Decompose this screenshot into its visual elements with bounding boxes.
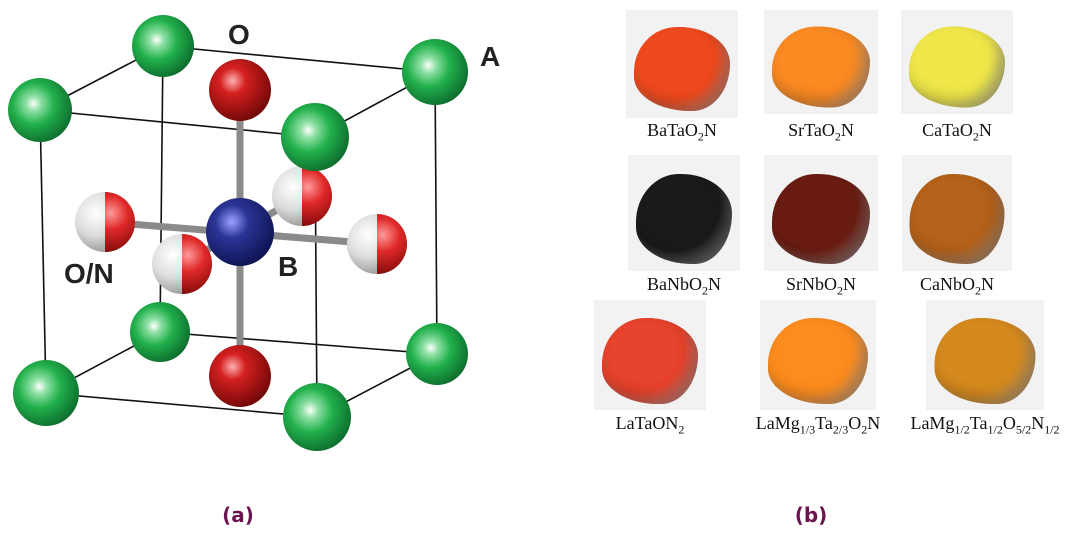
label-o-n: O/N: [64, 258, 114, 289]
mixed-o-n-atom: [272, 166, 332, 226]
powder-swatch: [901, 10, 1013, 114]
powder-swatch: [902, 155, 1012, 271]
a-site-atom: [281, 103, 349, 171]
b-site-atom: [206, 198, 274, 266]
label-o: O: [228, 19, 250, 50]
mixed-o-n-atom: [152, 234, 212, 294]
powder-swatch: [926, 300, 1044, 410]
caption-b: (b): [794, 503, 828, 527]
powder-pile: [909, 26, 1005, 108]
powder-pile: [772, 26, 870, 108]
mixed-o-n-atom: [75, 192, 135, 252]
powder-swatch: [594, 300, 706, 410]
oxygen-atom: [209, 59, 271, 121]
a-site-atom: [8, 78, 72, 142]
sample-formula-label: BaNbO2N: [647, 274, 721, 298]
powder-pile: [768, 317, 868, 404]
powder-pile: [934, 317, 1036, 404]
a-site-atom: [283, 383, 351, 451]
powder-swatch: [764, 155, 878, 271]
sample-formula-label: LaMg1/3Ta2/3O2N: [755, 413, 881, 437]
sample-formula-label: LaTaON2: [615, 413, 685, 437]
sample-formula-label: SrNbO2N: [785, 274, 857, 298]
oxynitride-samples-panel: BaTaO2N SrTaO2N CaTaO2N BaNbO2N SrNbO2N CaNbO…: [580, 0, 1090, 470]
sample-formula-label: CaNbO2N: [920, 274, 994, 298]
label-a: A: [480, 41, 500, 72]
a-site-atom: [13, 360, 79, 426]
mixed-o-n-atom: [347, 214, 407, 274]
label-b: B: [278, 251, 298, 282]
a-site-atom: [402, 39, 468, 105]
powder-swatch: [626, 10, 738, 118]
caption-a: (a): [222, 503, 254, 527]
sample-formula-label: LaMg1/2Ta1/2O5/2N1/2: [910, 413, 1060, 437]
powder-pile: [772, 173, 870, 264]
perovskite-structure-panel: O A B O/N: [0, 0, 540, 470]
powder-pile: [636, 173, 732, 264]
oxygen-atom: [209, 345, 271, 407]
a-site-atom: [130, 302, 190, 362]
a-site-atom: [132, 15, 194, 77]
unit-cell-diagram: O A B O/N: [8, 15, 500, 451]
sample-formula-label: CaTaO2N: [922, 120, 992, 144]
powder-swatch: [628, 155, 740, 271]
powder-pile: [634, 27, 730, 112]
powder-pile: [909, 173, 1005, 264]
sample-formula-label: SrTaO2N: [788, 120, 854, 144]
powder-swatch: [764, 10, 878, 114]
powder-pile: [602, 317, 698, 404]
a-site-atom: [406, 323, 468, 385]
sample-formula-label: BaTaO2N: [647, 120, 717, 144]
powder-swatch: [760, 300, 876, 410]
